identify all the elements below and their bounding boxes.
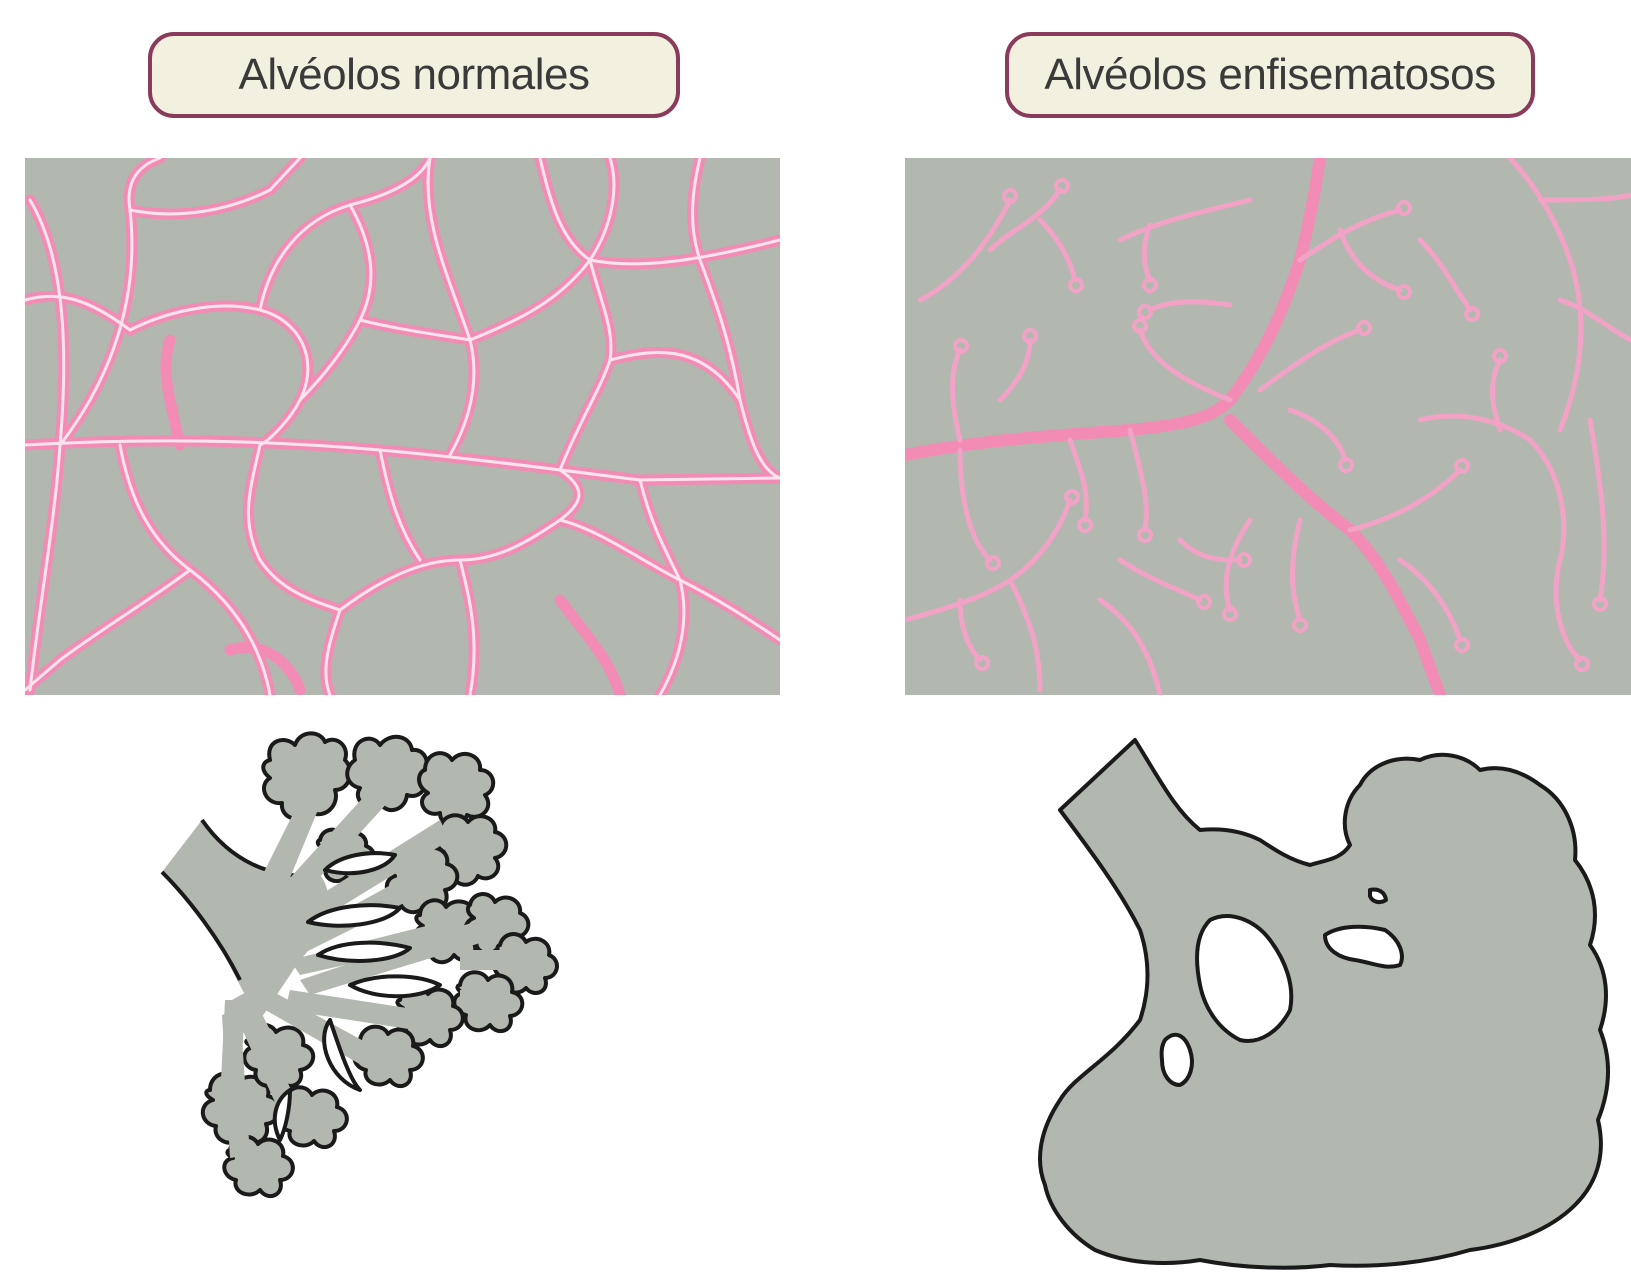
emphysema-alveoli-tissue-panel	[905, 158, 1631, 695]
emphysema-enlarged-air-sac	[1040, 740, 1608, 1268]
normal-alveoli-tissue-panel	[25, 158, 780, 695]
normal-alveolar-sac-cluster	[162, 733, 557, 1196]
